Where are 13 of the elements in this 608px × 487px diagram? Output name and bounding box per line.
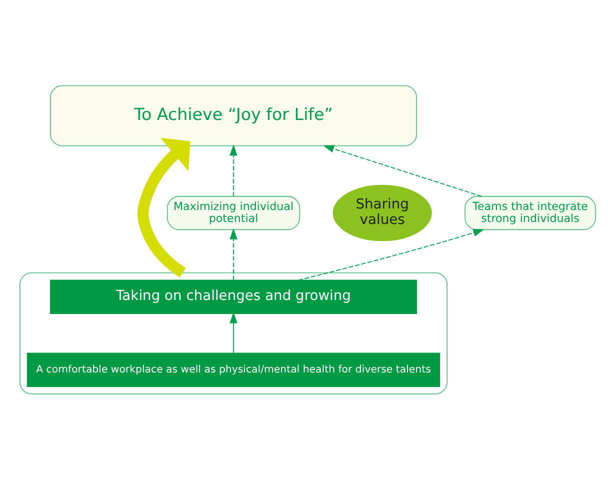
node-box: A comfortable workplace as well as physical/mental health for diverse talents bbox=[26, 352, 440, 387]
arrow bbox=[298, 228, 484, 281]
node-box: Maximizing individual potential bbox=[166, 196, 300, 230]
arrow bbox=[138, 138, 190, 278]
arrow bbox=[322, 145, 482, 197]
node-ellipse: Sharing values bbox=[332, 184, 432, 242]
arrow bbox=[230, 228, 238, 281]
node-box: Teams that integrate strong individuals bbox=[464, 196, 596, 230]
cluster bbox=[20, 272, 448, 394]
arrow bbox=[230, 312, 238, 354]
arrow bbox=[230, 144, 238, 197]
node-box: To Achieve “Joy for Life” bbox=[50, 85, 418, 146]
node-box: Taking on challenges and growing bbox=[50, 280, 418, 314]
